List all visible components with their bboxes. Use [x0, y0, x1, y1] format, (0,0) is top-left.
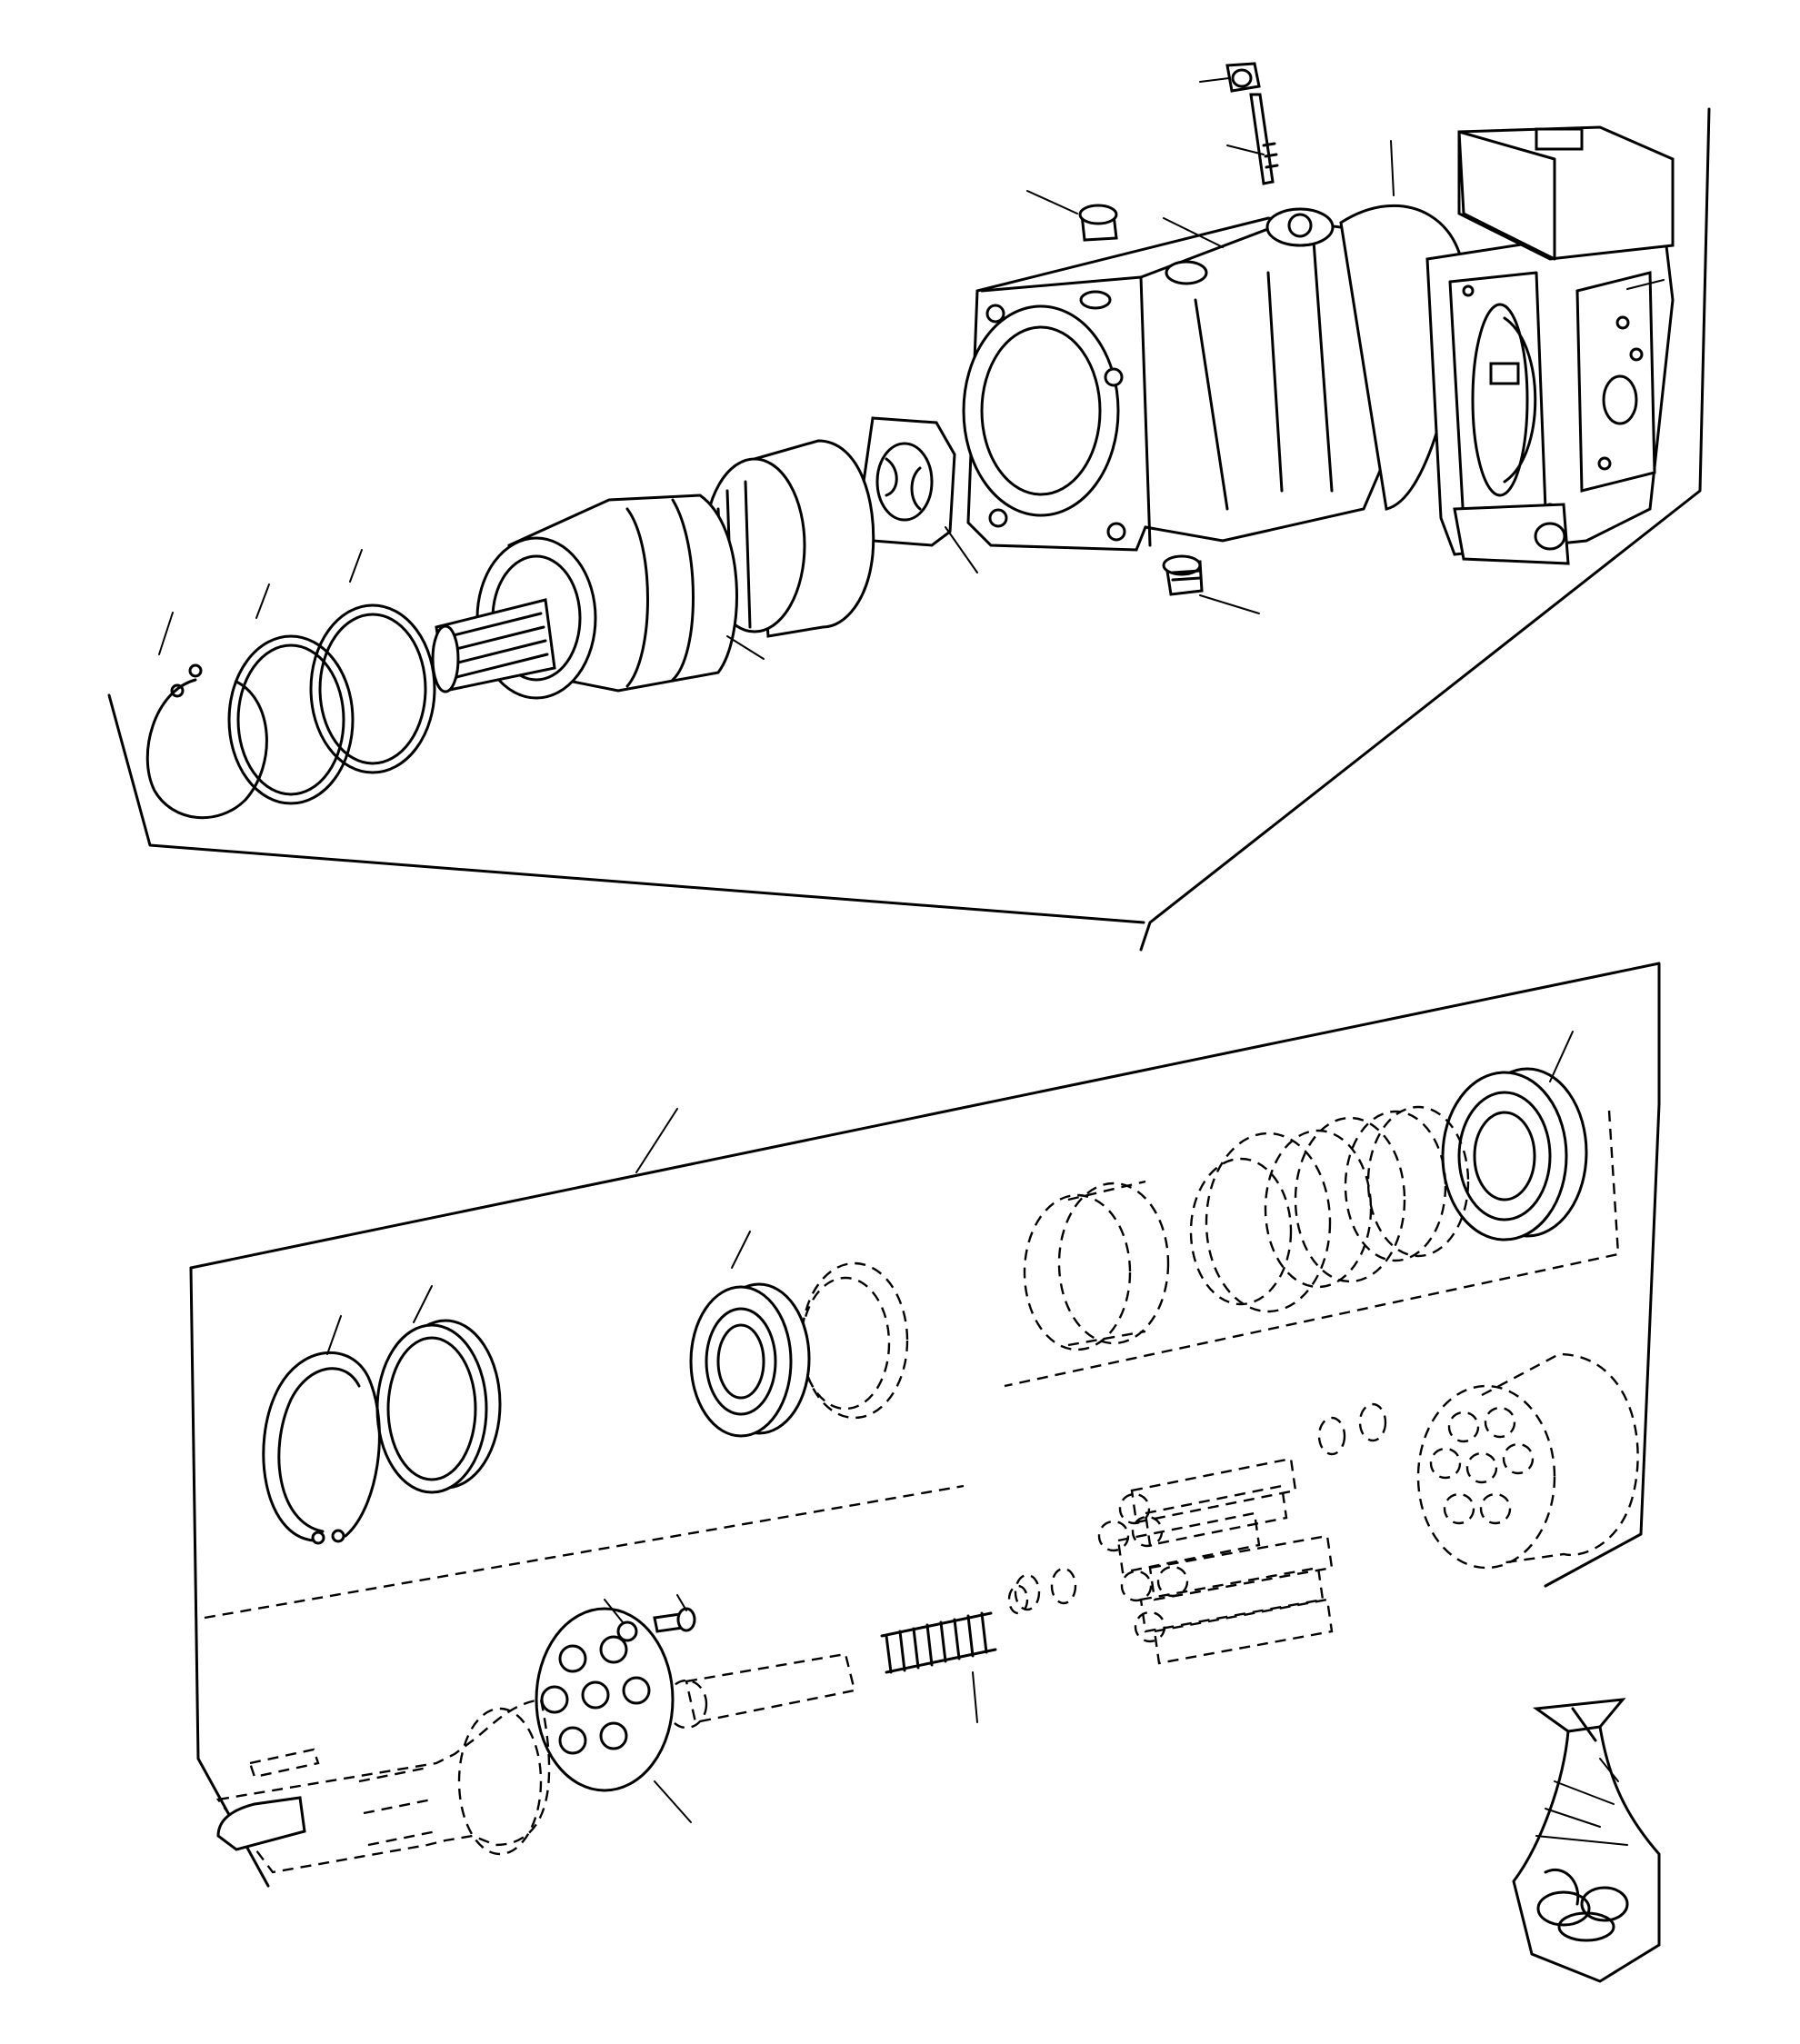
large-bearing [1441, 1031, 1588, 1241]
centre-pin-spring [665, 1584, 1029, 1730]
washers [1014, 1402, 1387, 1611]
upper-retaining-rings [145, 603, 436, 820]
upper-assembly-panel [107, 107, 1711, 952]
pistons [1097, 1457, 1334, 1665]
upper-leader-lines [158, 77, 1665, 660]
end-cover [1425, 125, 1675, 565]
upper-small-parts [1078, 62, 1279, 596]
retaining-plate [535, 1607, 692, 1823]
drive-shaft [215, 1698, 551, 1874]
motor-housing [962, 204, 1466, 552]
cylinder-block [1416, 1352, 1639, 1570]
small-bearing [689, 1231, 909, 1438]
screw-and-washer [604, 1594, 696, 1642]
seal-kit-bag [1512, 1698, 1661, 1983]
drive-shaft-assembly [431, 494, 738, 700]
lower-retaining-rings [262, 1285, 502, 1545]
dashed-shims [1023, 1105, 1470, 1351]
